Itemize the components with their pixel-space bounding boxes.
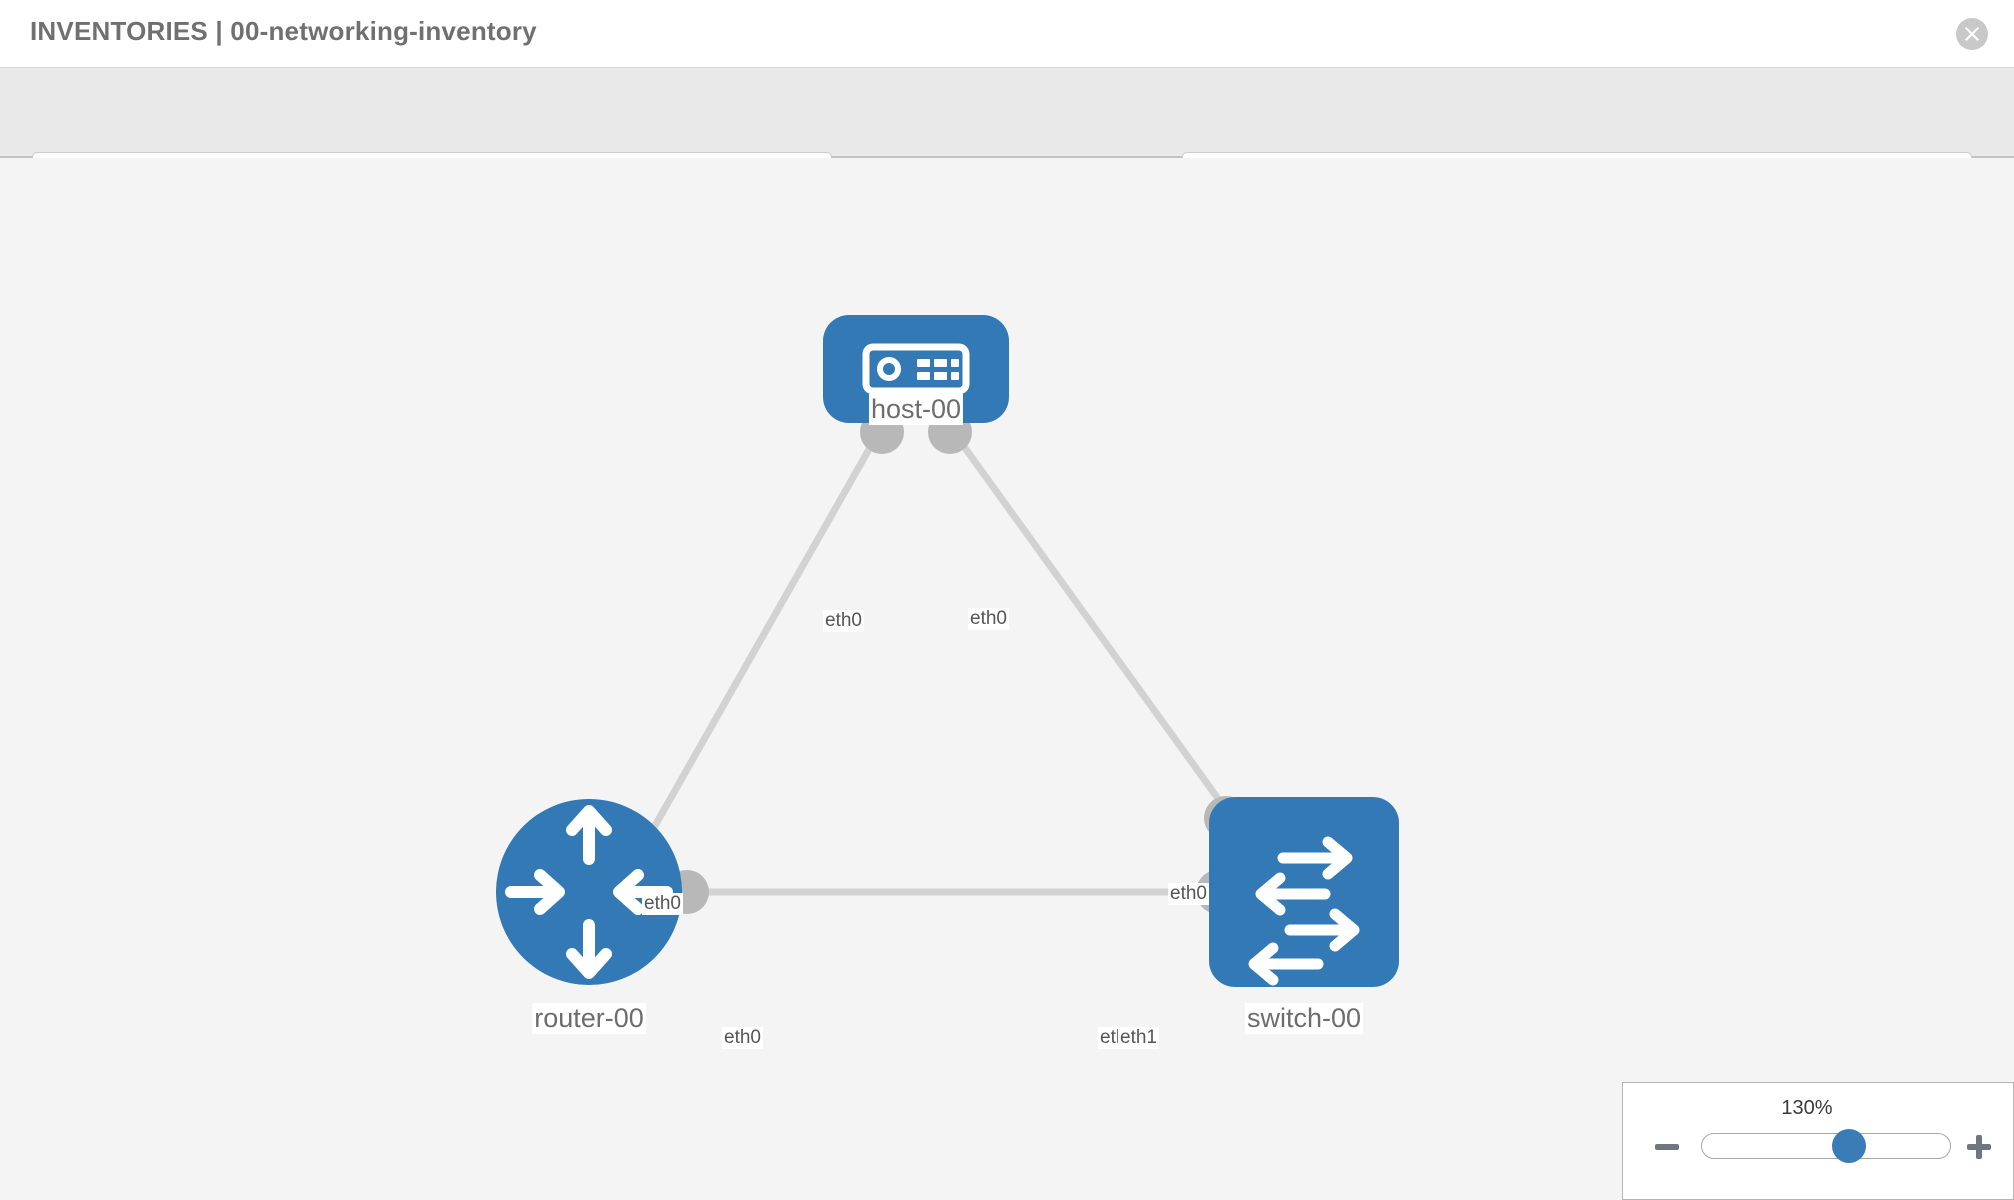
iface-label-host00-right: eth0 (968, 608, 1009, 630)
iface-label-router00-uplink: eth0 (642, 893, 683, 915)
page-header: INVENTORIES | 00-networking-inventory (0, 0, 2014, 68)
switch-arrows-icon (1248, 836, 1360, 986)
topology-connectors (665, 410, 1248, 914)
link-host00-switch00 (949, 427, 1235, 821)
iface-label-switch00-eth1: eth1 (1118, 1027, 1159, 1049)
link-host00-router00 (644, 428, 884, 840)
zoom-slider-thumb[interactable] (1831, 1129, 1866, 1163)
page-title: INVENTORIES | 00-networking-inventory (30, 16, 537, 46)
node-label-router-00: router-00 (532, 1003, 646, 1034)
zoom-control-panel: 130% (1622, 1082, 2014, 1200)
topology-canvas[interactable]: host-00 router-00 switch-00 eth0 eth0 et… (0, 158, 2014, 1200)
iface-label-switch00-uplink: eth0 (1168, 883, 1209, 905)
router-arrows-icon (505, 805, 673, 979)
server-device-icon (862, 343, 970, 395)
plus-icon[interactable] (1965, 1133, 1993, 1161)
zoom-slider[interactable] (1701, 1129, 1951, 1163)
node-router-00-shape (496, 799, 682, 985)
zoom-level-value: 130% (1781, 1097, 1833, 1119)
iface-label-router00-eth0: eth0 (722, 1027, 763, 1049)
topology-graph (496, 315, 1399, 987)
close-icon[interactable] (1956, 18, 1988, 50)
node-label-host-00: host-00 (868, 394, 964, 425)
minus-icon[interactable] (1653, 1133, 1681, 1161)
topology-links (644, 427, 1235, 896)
node-label-switch-00: switch-00 (1244, 1003, 1364, 1034)
toolbar: ACTIONS SEARCH (0, 68, 2014, 207)
node-switch-00 (1209, 797, 1399, 987)
iface-label-host00-left: eth0 (823, 610, 864, 632)
node-router-00 (496, 799, 682, 985)
